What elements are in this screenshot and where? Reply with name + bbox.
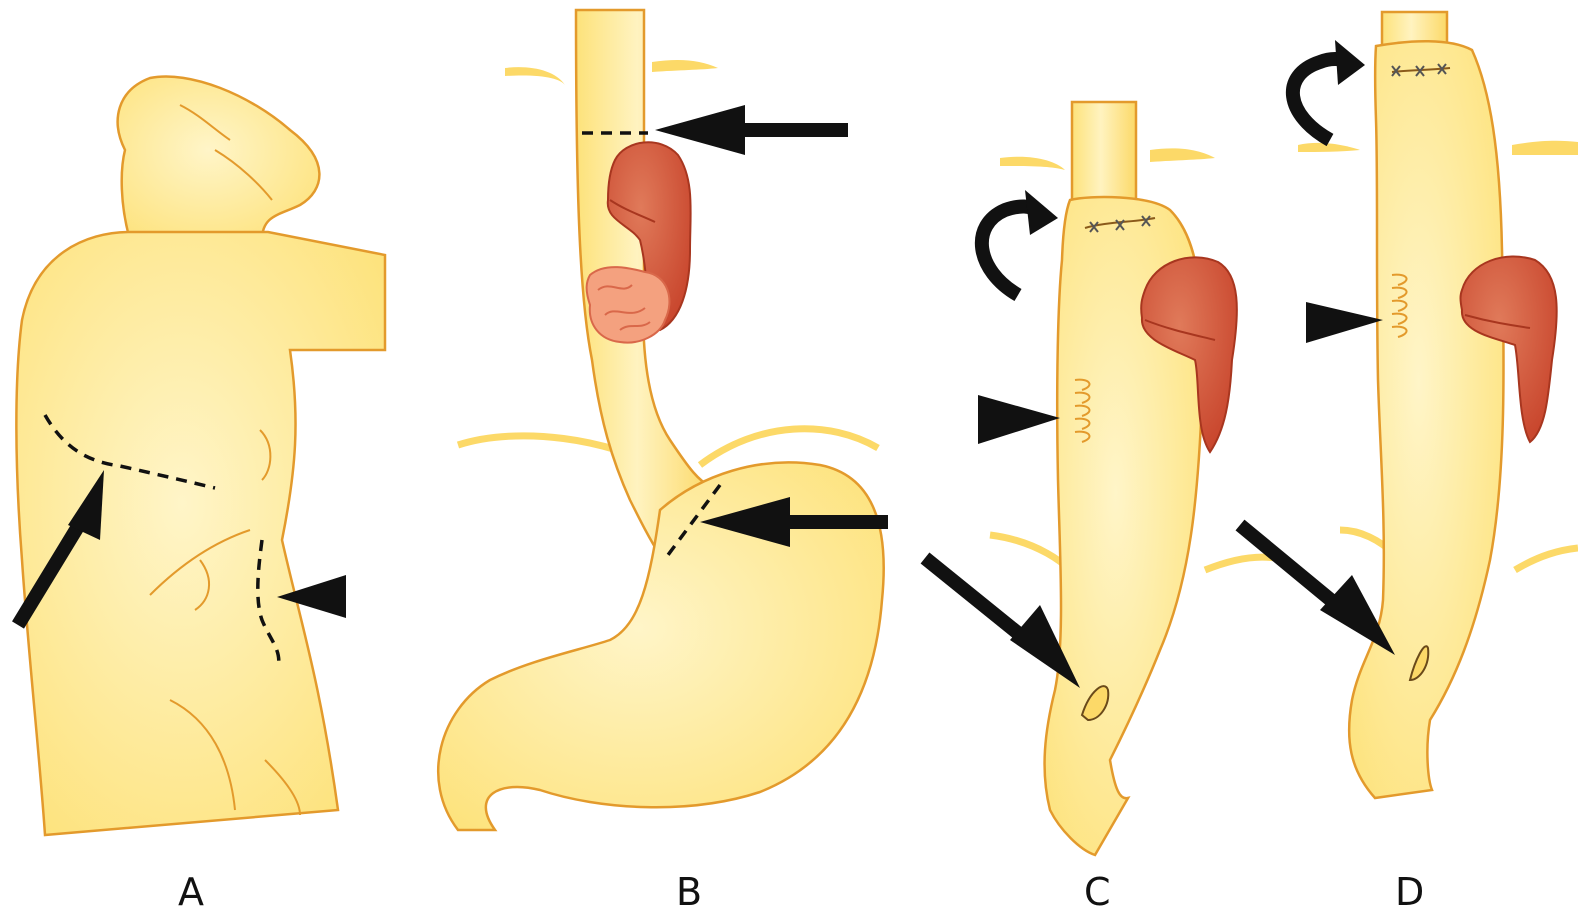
rib-marker bbox=[1512, 141, 1578, 155]
panel-a: A bbox=[16, 77, 385, 914]
panel-label-a: A bbox=[178, 870, 204, 914]
panel-d: D bbox=[1240, 12, 1578, 914]
ulcer-lesion bbox=[587, 267, 670, 342]
torso-figure bbox=[16, 77, 385, 835]
rib-marker bbox=[652, 60, 718, 72]
rib-marker bbox=[505, 67, 565, 85]
curved-arrow-icon bbox=[982, 190, 1058, 295]
esophageal-stump bbox=[1072, 102, 1136, 210]
rib-marker bbox=[1298, 143, 1360, 152]
rib-marker bbox=[1000, 157, 1065, 170]
panel-label-d: D bbox=[1395, 870, 1424, 914]
panel-label-c: C bbox=[1084, 870, 1111, 914]
rib-marker bbox=[1150, 148, 1215, 162]
gastric-conduit bbox=[1349, 41, 1503, 798]
straight-arrow-icon bbox=[1240, 525, 1395, 655]
curved-arrow-icon bbox=[1293, 40, 1365, 140]
arrowhead-icon bbox=[1306, 302, 1383, 343]
panel-label-b: B bbox=[676, 870, 702, 914]
arrowhead-icon bbox=[978, 395, 1060, 444]
panel-b: B bbox=[438, 10, 888, 914]
straight-arrow-icon bbox=[925, 558, 1080, 688]
panel-c: C bbox=[925, 102, 1275, 914]
straight-arrow-icon bbox=[655, 105, 848, 155]
